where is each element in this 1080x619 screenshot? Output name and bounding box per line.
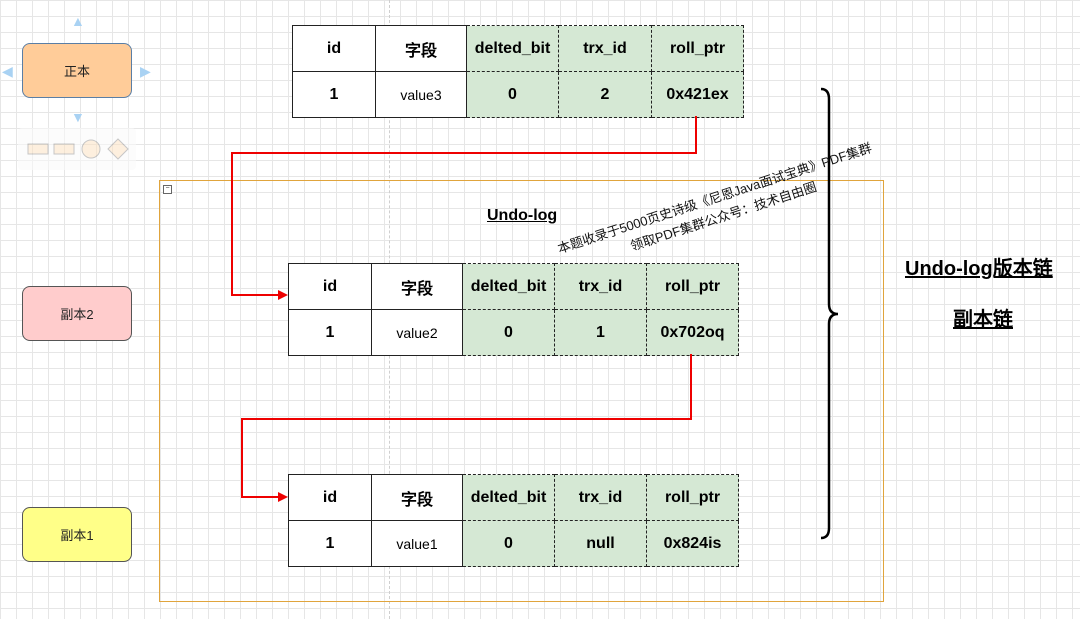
- cell-deleted-bit: 0: [462, 309, 555, 356]
- undo-log-title: Undo-log: [487, 207, 558, 224]
- table-header-row: id 字段 delted_bit trx_id roll_ptr: [288, 474, 739, 521]
- table-header-row: id 字段 delted_bit trx_id roll_ptr: [292, 25, 744, 72]
- header-id: id: [288, 263, 372, 310]
- arrow-left-handle-icon[interactable]: ◀: [2, 63, 13, 79]
- cell-roll-ptr: 0x824is: [646, 520, 739, 567]
- table-row: 1 value1 0 null 0x824is: [288, 520, 739, 567]
- header-trx-id: trx_id: [554, 474, 647, 521]
- cell-trx-id: null: [554, 520, 647, 567]
- header-deleted-bit: delted_bit: [462, 474, 555, 521]
- chain-title-copy: 副本链: [953, 309, 1013, 331]
- main-copy-box[interactable]: 正本: [22, 43, 132, 98]
- cell-field: value3: [375, 71, 467, 118]
- arrow-up-handle-icon[interactable]: ▲: [71, 13, 85, 29]
- table-row: 1 value2 0 1 0x702oq: [288, 309, 739, 356]
- header-roll-ptr: roll_ptr: [646, 263, 739, 310]
- arrow-down-handle-icon[interactable]: ▼: [71, 109, 85, 125]
- header-trx-id: trx_id: [554, 263, 647, 310]
- main-copy-label: 正本: [63, 64, 90, 79]
- cell-id: 1: [288, 309, 372, 356]
- cell-roll-ptr: 0x421ex: [651, 71, 744, 118]
- roll-pointer-arrow-to-copy2[interactable]: [231, 116, 697, 300]
- cell-roll-ptr: 0x702oq: [646, 309, 739, 356]
- shape-tray: [18, 128, 136, 170]
- header-roll-ptr: roll_ptr: [646, 474, 739, 521]
- header-roll-ptr: roll_ptr: [651, 25, 744, 72]
- cell-field: value1: [371, 520, 463, 567]
- cell-id: 1: [288, 520, 372, 567]
- table-row: 1 value3 0 2 0x421ex: [292, 71, 744, 118]
- header-deleted-bit: delted_bit: [462, 263, 555, 310]
- undo-log-frame[interactable]: [159, 180, 884, 602]
- cell-deleted-bit: 0: [462, 520, 555, 567]
- table-header-row: id 字段 delted_bit trx_id roll_ptr: [288, 263, 739, 310]
- collapse-icon[interactable]: −: [163, 185, 172, 194]
- header-deleted-bit: delted_bit: [466, 25, 559, 72]
- cell-deleted-bit: 0: [466, 71, 559, 118]
- copy2-box[interactable]: 副本2: [22, 286, 132, 341]
- copy2-label: 副本2: [60, 307, 94, 322]
- copy2-record-table[interactable]: id 字段 delted_bit trx_id roll_ptr 1 value…: [288, 263, 739, 356]
- header-id: id: [292, 25, 376, 72]
- header-field: 字段: [371, 263, 463, 310]
- header-field: 字段: [375, 25, 467, 72]
- chain-title-version: Undo-log版本链: [905, 258, 1053, 280]
- current-record-table[interactable]: id 字段 delted_bit trx_id roll_ptr 1 value…: [292, 25, 744, 118]
- roll-pointer-arrow-to-copy1[interactable]: [241, 354, 692, 502]
- copy1-record-table[interactable]: id 字段 delted_bit trx_id roll_ptr 1 value…: [288, 474, 739, 567]
- copy1-label: 副本1: [60, 528, 94, 543]
- copy1-box[interactable]: 副本1: [22, 507, 132, 562]
- cell-id: 1: [292, 71, 376, 118]
- header-trx-id: trx_id: [558, 25, 652, 72]
- cell-field: value2: [371, 309, 463, 356]
- chain-brace: [820, 87, 839, 540]
- shape-tray-icons: [27, 138, 129, 160]
- cell-trx-id: 1: [554, 309, 647, 356]
- header-field: 字段: [371, 474, 463, 521]
- arrow-right-handle-icon[interactable]: ▶: [140, 63, 151, 79]
